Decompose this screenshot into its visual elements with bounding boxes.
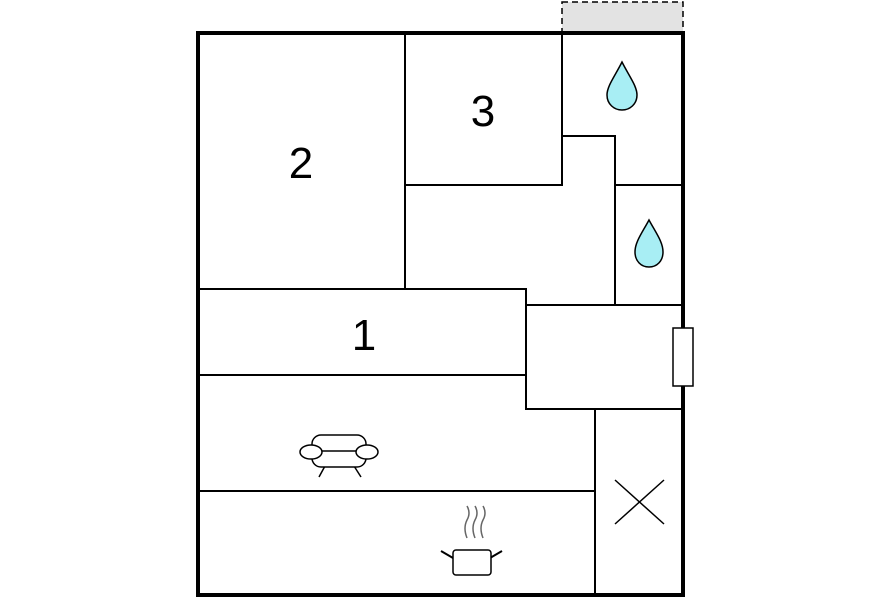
room-1-label: 1 xyxy=(352,311,376,360)
entrance-door-icon xyxy=(672,327,694,387)
outer-walls xyxy=(196,31,685,597)
room-3-label: 3 xyxy=(471,87,495,136)
cross-mark-icon xyxy=(614,479,665,525)
room-2-label: 2 xyxy=(289,139,313,188)
interior-walls xyxy=(197,32,684,596)
water-drop-icon xyxy=(606,60,638,111)
balcony-terrace xyxy=(561,1,684,33)
cooking-pot-icon xyxy=(440,505,503,576)
water-drop-icon xyxy=(634,218,664,268)
sofa-icon xyxy=(299,434,379,478)
